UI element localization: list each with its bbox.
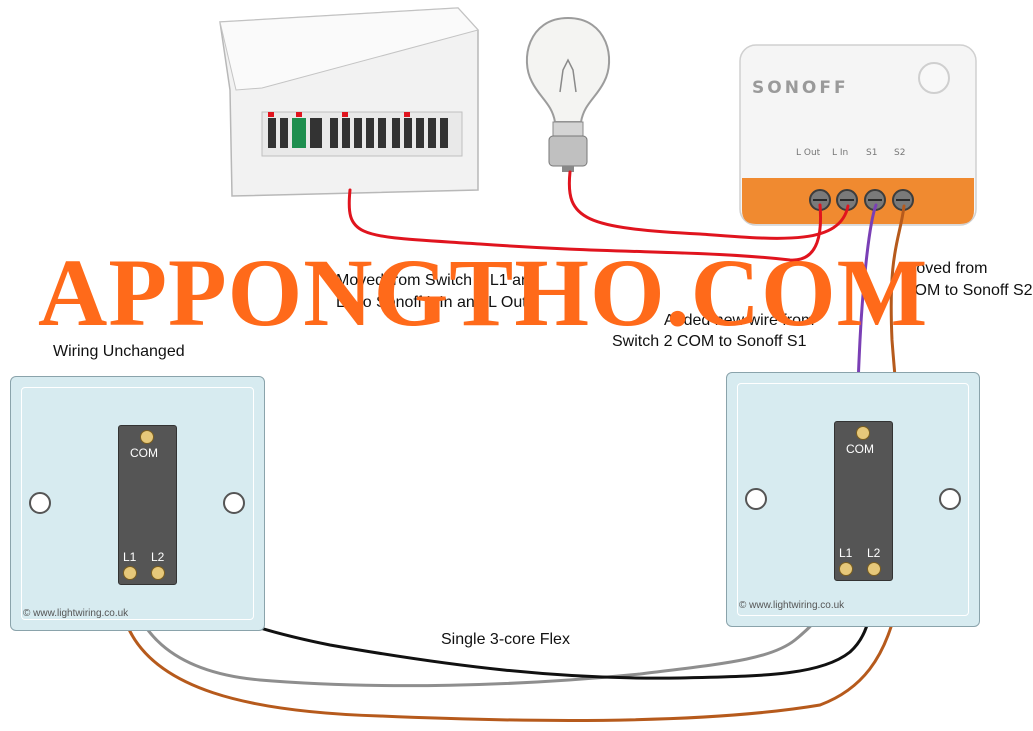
switch-2-l1-label: L1 xyxy=(839,546,853,560)
wiring-unchanged-label: Wiring Unchanged xyxy=(53,343,185,360)
moved-switch2-label-line1: Moved from Switch 2 L1 and xyxy=(336,272,539,289)
switch-1-plate: COM L1 L2 © www.lightwiring.co.uk xyxy=(10,376,265,631)
screw-hole-icon xyxy=(939,488,961,510)
moved-switch2-label-line2: L2 to Sonoff L In and L Out xyxy=(336,294,527,311)
flex-cable-label: Single 3-core Flex xyxy=(441,631,570,648)
switch-1-credit: © www.lightwiring.co.uk xyxy=(23,608,129,619)
switch-1-l1-terminal xyxy=(123,566,137,580)
switch-2-body: COM L1 L2 xyxy=(834,421,893,581)
screw-hole-icon xyxy=(745,488,767,510)
switch-1-l2-label: L2 xyxy=(151,550,165,564)
sonoff-brand: SONOFF xyxy=(752,78,849,98)
red-wire-bulb-to-lin xyxy=(567,170,850,240)
switch-2-plate-inner xyxy=(737,383,969,616)
switch-1-body: COM L1 L2 xyxy=(118,425,177,585)
switch-2-l2-label: L2 xyxy=(867,546,881,560)
watermark: APPONGTHO.COM xyxy=(38,239,929,346)
switch-2-l1-terminal xyxy=(839,562,853,576)
sonoff-terminal-lin-label: L In xyxy=(832,148,849,158)
moved-com-label-line1: Moved from xyxy=(903,260,988,277)
sonoff-terminal-s2-label: S2 xyxy=(894,148,906,158)
wiring-svg xyxy=(96,7,977,722)
red-wire-consumer-to-lout xyxy=(347,188,823,262)
switch-1-l2-terminal xyxy=(151,566,165,580)
switch-1-com-terminal xyxy=(140,430,154,444)
switch-2-plate: COM L1 L2 © www.lightwiring.co.uk xyxy=(726,372,980,627)
breaker-row xyxy=(268,112,448,148)
switch-2-com-label: COM xyxy=(846,442,874,456)
grey-wire-l1 xyxy=(125,566,844,688)
switch-1-plate-inner xyxy=(21,387,254,620)
switch-1-com-label: COM xyxy=(130,446,158,460)
sonoff-module xyxy=(739,44,977,226)
switch-2-l2-terminal xyxy=(867,562,881,576)
switch-1-l1-label: L1 xyxy=(123,550,137,564)
consumer-unit xyxy=(219,7,479,197)
screw-hole-icon xyxy=(29,492,51,514)
moved-com-label-line2: COM to Sonoff S2 xyxy=(903,282,1033,299)
sonoff-terminal-lout-label: L Out xyxy=(796,148,821,158)
switch-2-credit: © www.lightwiring.co.uk xyxy=(739,600,845,611)
wiring-diagram: SONOFF L Out L In S1 S2 COM L1 L2 © www.… xyxy=(10,7,1033,722)
screw-hole-icon xyxy=(223,492,245,514)
sonoff-terminal-s1-label: S1 xyxy=(866,148,878,158)
switch-2-com-terminal xyxy=(856,426,870,440)
added-wire-label-line2: Switch 2 COM to Sonoff S1 xyxy=(612,333,807,350)
light-bulb xyxy=(525,16,611,172)
added-wire-label-line1: Added new wire from xyxy=(664,312,815,329)
